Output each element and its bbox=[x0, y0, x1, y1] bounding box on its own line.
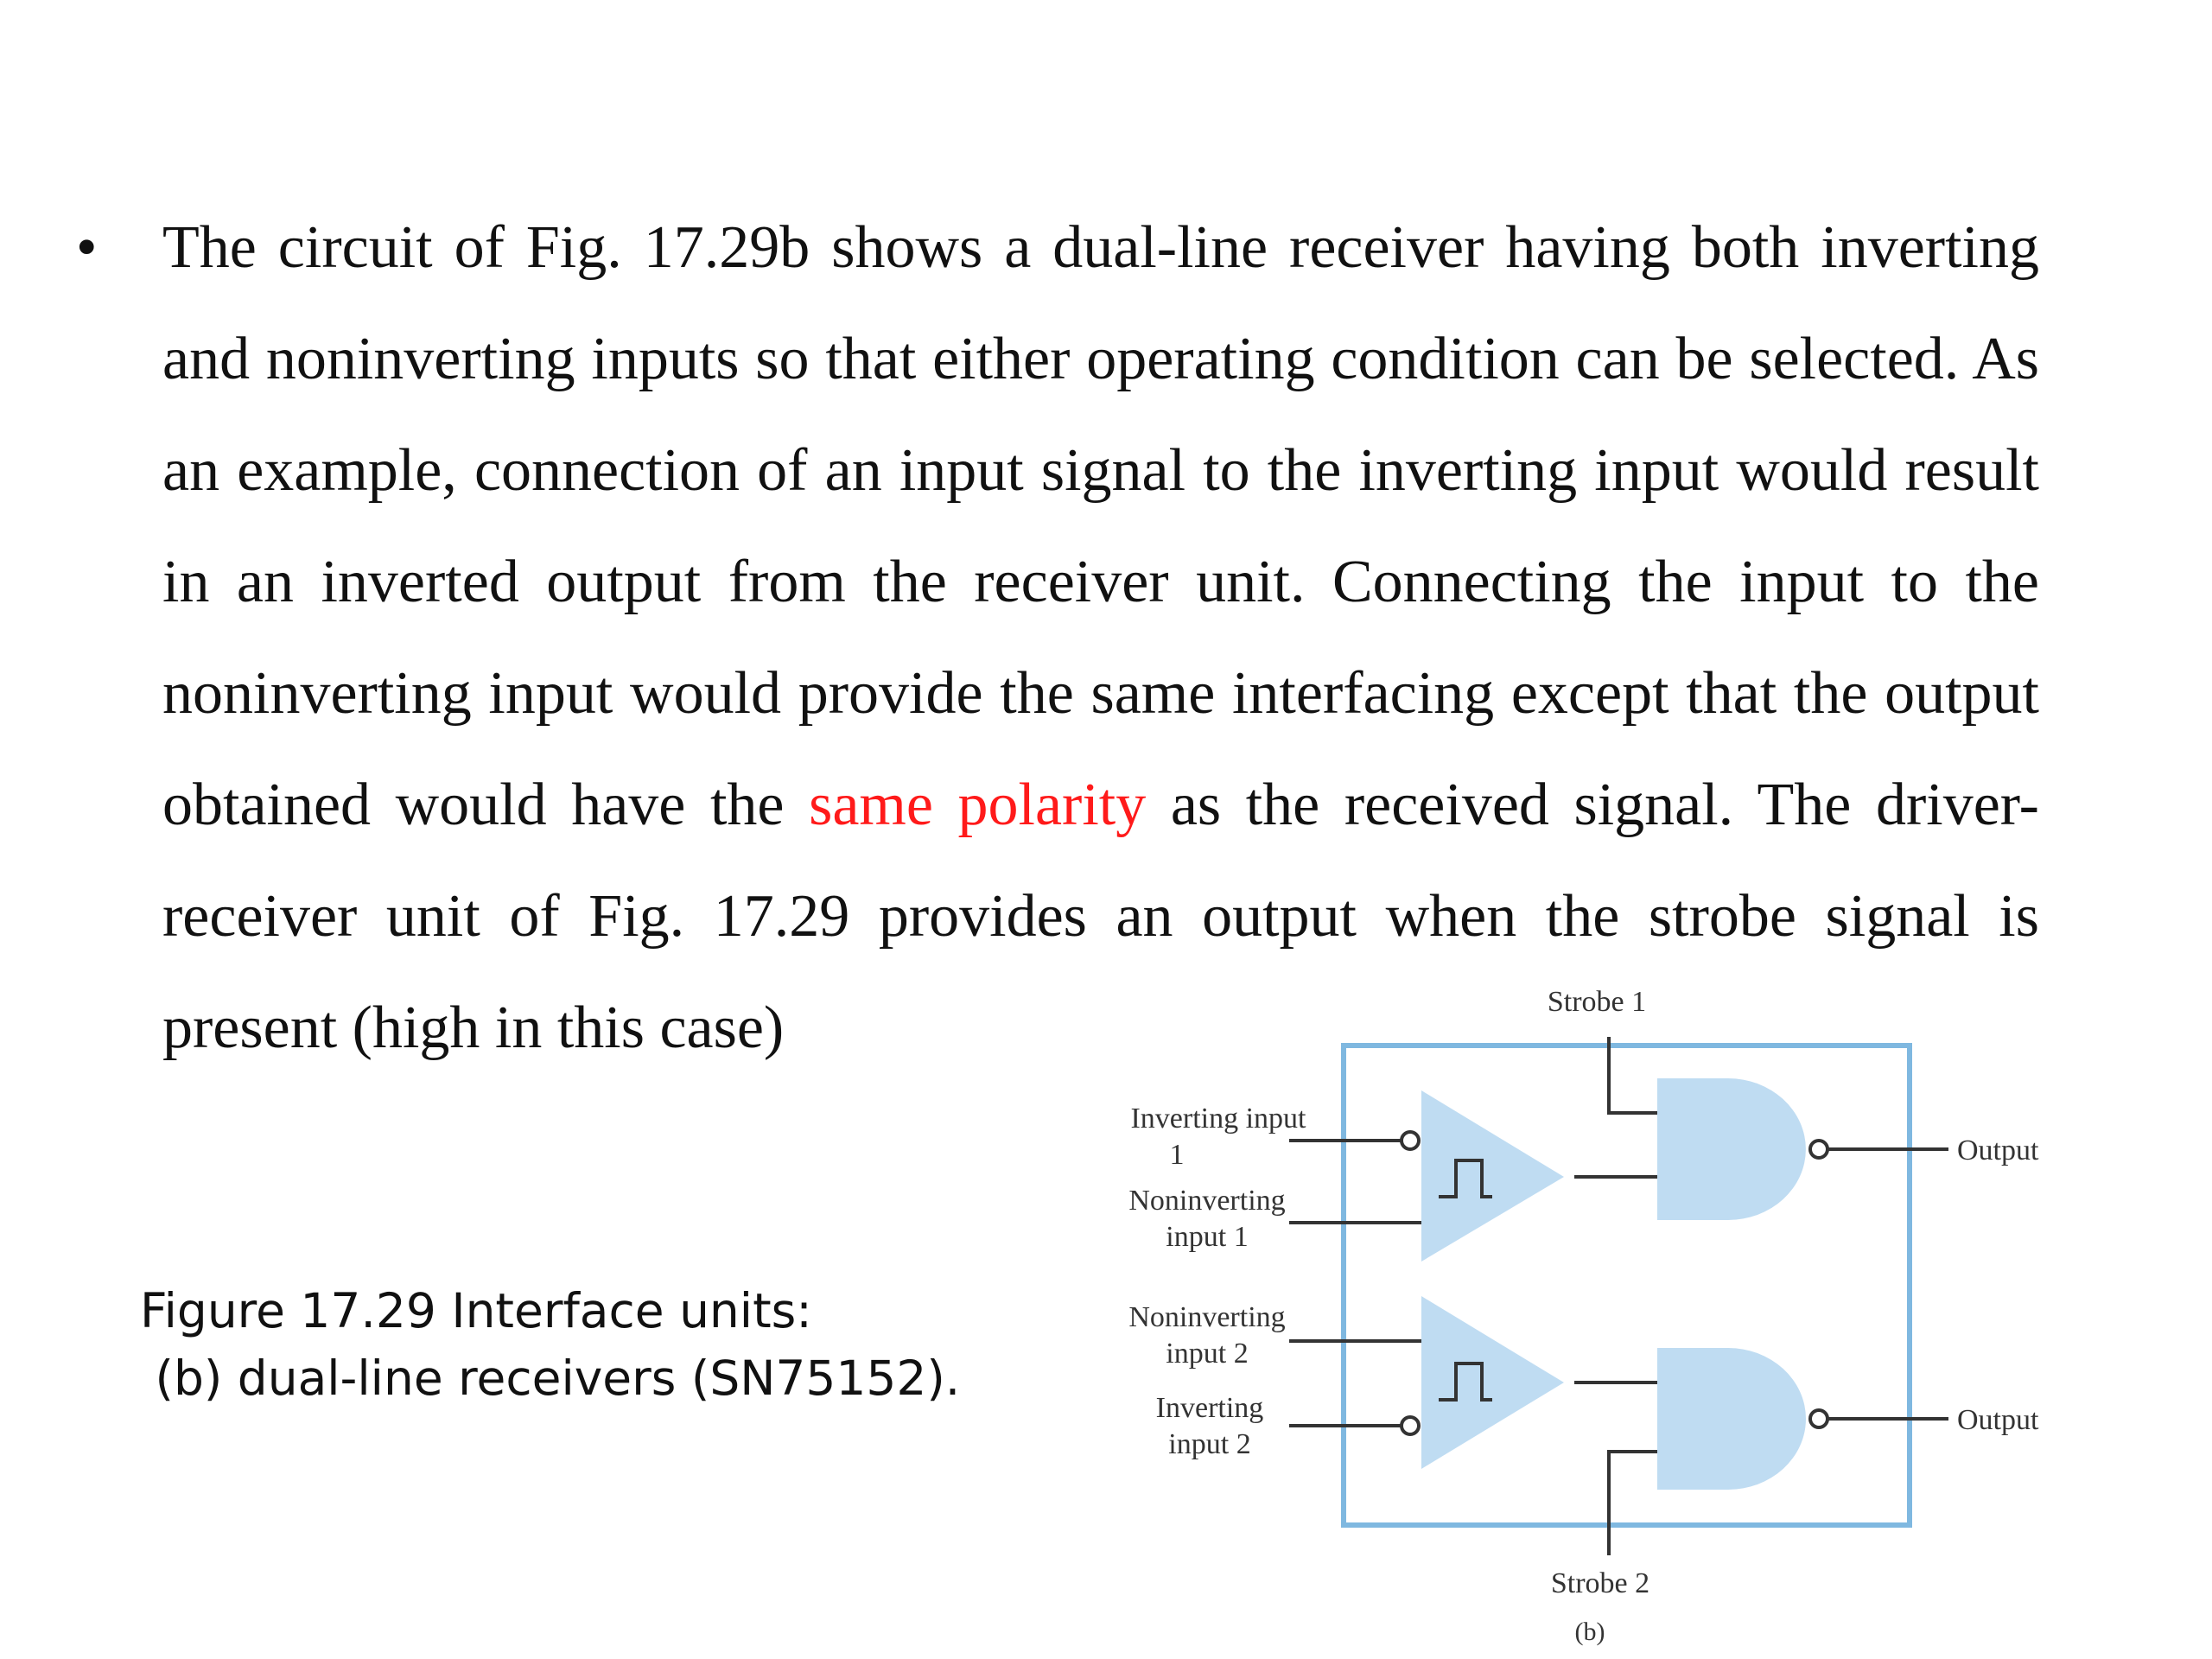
label-output-1: Output bbox=[1957, 1135, 2039, 1166]
wire-strobe-2 bbox=[1607, 1450, 1657, 1555]
receiver-2-triangle bbox=[1421, 1296, 1564, 1469]
label-output-2: Output bbox=[1957, 1404, 2039, 1436]
inversion-bubble bbox=[1400, 1415, 1421, 1436]
highlighted-phrase: same polarity bbox=[809, 772, 1147, 838]
hysteresis-icon bbox=[1439, 1362, 1492, 1402]
and-gate-2 bbox=[1657, 1348, 1806, 1490]
figure-caption: Figure 17.29 Interface units: (b) dual-l… bbox=[140, 1277, 960, 1412]
label-noninverting-input-2: Noninverting bbox=[1128, 1301, 1285, 1333]
label-noninverting-input-2-line2: input 2 bbox=[1166, 1338, 1248, 1370]
label-strobe-2: Strobe 2 bbox=[1551, 1567, 1649, 1599]
receiver-circuit-diagram: Strobe 1 Inverting input 1 Noninverting … bbox=[1128, 986, 2039, 1646]
chip-enclosure bbox=[1341, 1043, 1912, 1528]
label-inverting-input-1: Inverting input bbox=[1130, 1103, 1306, 1135]
caption-line-2: (b) dual-line receivers (SN75152). bbox=[140, 1351, 961, 1406]
label-inverting-input-2: Inverting bbox=[1156, 1392, 1264, 1424]
label-inverting-input-2-line2: input 2 bbox=[1168, 1428, 1250, 1460]
bullet-marker: • bbox=[76, 214, 98, 281]
and-gate-1 bbox=[1657, 1078, 1806, 1220]
output-bubble bbox=[1808, 1139, 1829, 1160]
paragraph-text-after: as the received signal. The driver-recei… bbox=[162, 772, 2039, 1061]
output-bubble bbox=[1808, 1408, 1829, 1429]
label-inverting-input-1-number: 1 bbox=[1170, 1139, 1185, 1171]
inversion-bubble bbox=[1400, 1130, 1421, 1151]
paragraph-text-before: The circuit of Fig. 17.29b shows a dual-… bbox=[162, 214, 2039, 838]
label-noninverting-input-1: Noninverting bbox=[1128, 1185, 1285, 1217]
hysteresis-icon bbox=[1439, 1159, 1492, 1198]
label-noninverting-input-1-line2: input 1 bbox=[1166, 1221, 1248, 1253]
label-strobe-1: Strobe 1 bbox=[1548, 986, 1646, 1018]
caption-line-1: Figure 17.29 Interface units: bbox=[140, 1283, 812, 1338]
label-figure-part: (b) bbox=[1575, 1618, 1605, 1646]
wire-strobe-1 bbox=[1607, 1037, 1657, 1115]
body-paragraph: The circuit of Fig. 17.29b shows a dual-… bbox=[162, 192, 2039, 1084]
receiver-1-triangle bbox=[1421, 1090, 1564, 1262]
